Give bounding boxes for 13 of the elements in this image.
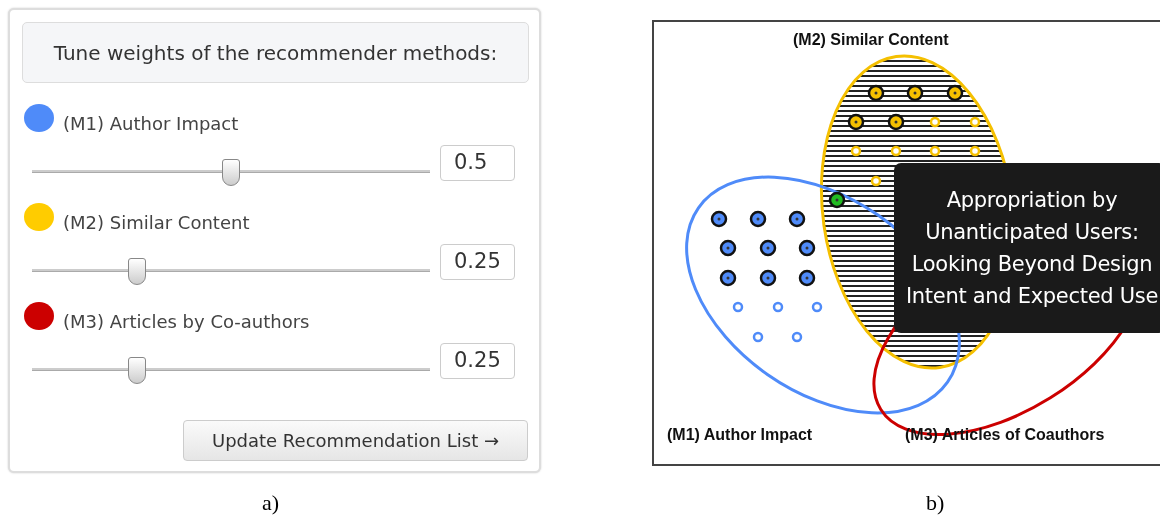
legend-label: (M1) Author Impact — [63, 113, 239, 134]
set-label: (M2) Similar Content — [793, 31, 949, 49]
value-field: 0.5 — [440, 145, 515, 181]
update-button: Update Recommendation List → — [183, 420, 528, 461]
legend-label: (M2) Similar Content — [63, 212, 250, 233]
value-field: 0.25 — [440, 244, 515, 280]
value-field: 0.25 — [440, 343, 515, 379]
header-box: Tune weights of the recommender methods: — [22, 22, 529, 83]
set-label: (M1) Author Impact — [667, 426, 813, 444]
legend-label: (M3) Articles by Co-authors — [63, 311, 310, 332]
panel-caption: a) — [262, 490, 280, 516]
panel-caption: b) — [926, 490, 945, 516]
tooltip: Appropriation by Unanticipated Users: Looking Beyond Design Intent and Expected Use — [894, 163, 1160, 333]
